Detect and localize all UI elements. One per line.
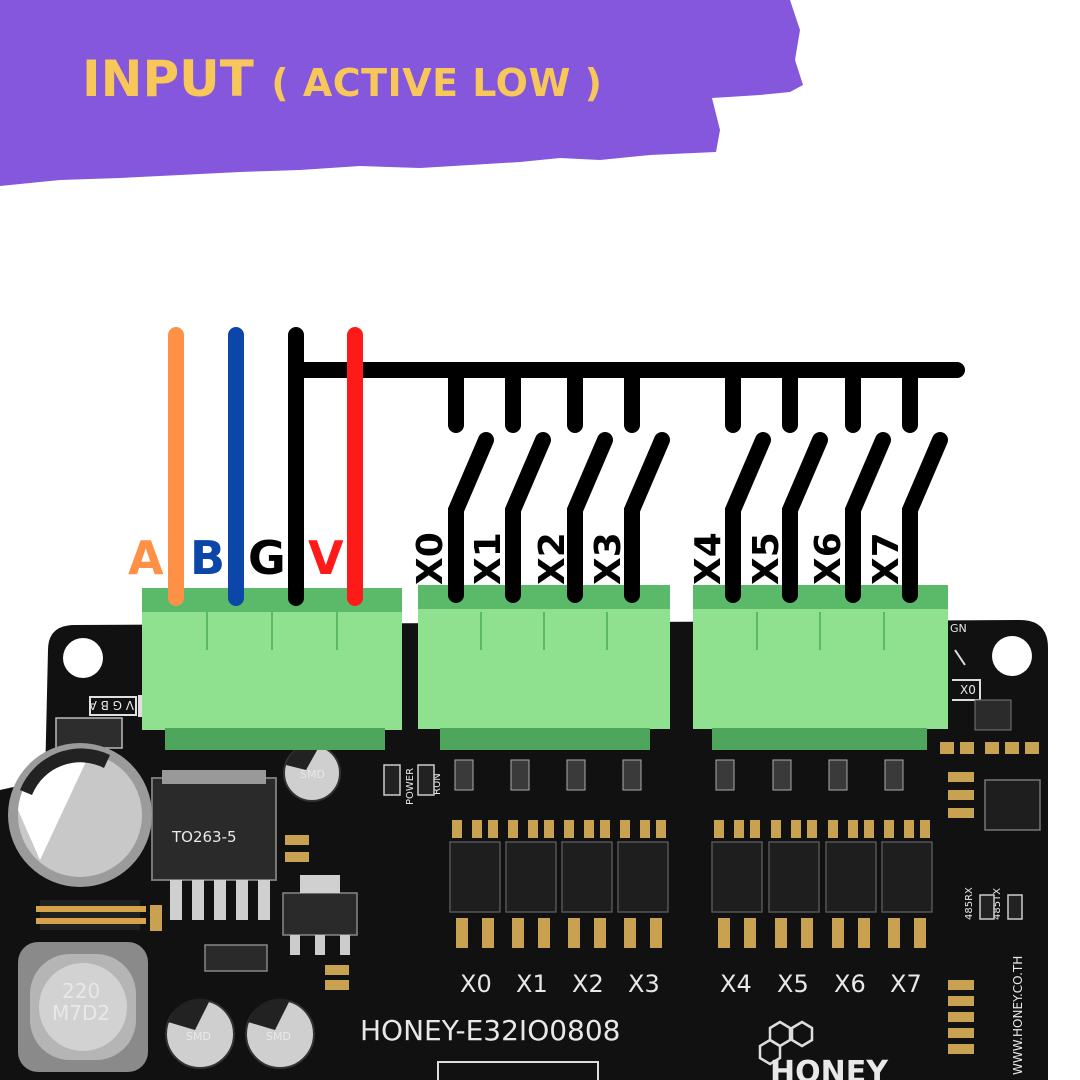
pin-label-x3: X3 [588, 532, 629, 585]
banner-title-sub: ( ACTIVE LOW ) [271, 61, 603, 105]
smd-capacitor-bottom-1: SMD [165, 998, 235, 1069]
pin-label-a: A [128, 531, 164, 585]
common-bus-wire [288, 362, 965, 433]
input-pin-labels: X0 X1 X2 X3 X4 X5 X6 X7 [410, 532, 907, 585]
smd-cap-label-2: SMD [186, 1030, 211, 1043]
silk-x0: X0 [460, 970, 492, 998]
silk-x2: X2 [572, 970, 604, 998]
switch-contacts [448, 432, 948, 603]
header-pins [36, 900, 146, 930]
smd-cap-label-1: SMD [300, 768, 325, 781]
silk-x7: X7 [890, 970, 922, 998]
terminal-silk-text: V G B A [88, 698, 134, 712]
inductor: 220 M7D2 [18, 942, 148, 1072]
smd-capacitor-top: SMD [283, 744, 341, 802]
terminal-block-power [142, 588, 402, 750]
banner-title-main: INPUT [82, 50, 254, 108]
switch-x3 [624, 432, 670, 603]
silk-x6: X6 [834, 970, 866, 998]
pin-label-x7: X7 [866, 532, 907, 585]
side-url-text: WWW.HONEY.CO.TH [1011, 956, 1025, 1075]
small-regulator [282, 892, 358, 936]
smd-cap-label-3: SMD [266, 1030, 291, 1043]
pin-label-v: V [308, 531, 344, 585]
banner-title: INPUT ( ACTIVE LOW ) [82, 50, 602, 108]
banner-background [0, 0, 803, 186]
pin-label-x2: X2 [532, 532, 573, 585]
regulator-label: TO263-5 [171, 828, 237, 846]
switch-x7 [902, 432, 948, 603]
board-model-label: HONEY-E32IO0808 [360, 1014, 621, 1047]
silk-x4: X4 [720, 970, 752, 998]
input-silk-labels: X0 X1 X2 X3 X4 X5 X6 X7 [460, 970, 922, 998]
optocouplers [449, 841, 933, 913]
mounting-hole-left [63, 638, 103, 678]
small-ic-right [974, 699, 1012, 731]
smd-resistor-pads [452, 820, 930, 948]
power-wires [168, 327, 363, 606]
inductor-label-bottom: M7D2 [52, 1001, 110, 1025]
gnd-silk-text: GN [950, 622, 967, 635]
switch-x4 [725, 432, 771, 603]
inductor-label-top: 220 [62, 979, 100, 1003]
led-power-label: POWER [405, 768, 416, 805]
pin-label-x6: X6 [808, 532, 849, 585]
silk-x1: X1 [516, 970, 548, 998]
power-pin-labels: A B G V [128, 531, 344, 585]
pin-label-x4: X4 [688, 532, 729, 585]
silk-x3: X3 [628, 970, 660, 998]
rs485-rx-label: 485RX [964, 887, 975, 920]
switch-x5 [782, 432, 828, 603]
banner-brush-shape [0, 0, 803, 186]
switch-x1 [505, 432, 551, 603]
pin-label-b: B [190, 531, 225, 585]
xo-silk-text: X0 [960, 683, 976, 697]
led-run-label: RUN [432, 773, 443, 795]
terminal-block-input-2 [693, 585, 948, 750]
pin-label-x1: X1 [468, 532, 509, 585]
regulator-legs [170, 880, 270, 920]
mounting-hole-right [992, 636, 1032, 676]
switch-x0 [448, 432, 494, 603]
smd-capacitor-bottom-2: SMD [245, 998, 315, 1069]
terminal-block-input-1 [418, 585, 670, 750]
regulator-chip [151, 777, 277, 881]
switch-x2 [567, 432, 613, 603]
rs485-tx-label: 485TX [992, 888, 1003, 920]
rs485-chip [984, 779, 1041, 831]
brand-text: HONEY [770, 1055, 889, 1080]
silk-x5: X5 [777, 970, 809, 998]
pin-label-x0: X0 [410, 532, 451, 585]
honey-logo: HONEY [758, 1020, 889, 1080]
terminal-dividers [206, 612, 885, 650]
input-leds [454, 759, 904, 791]
switch-x6 [845, 432, 891, 603]
pin-label-x5: X5 [746, 532, 787, 585]
pin-label-g: G [248, 531, 286, 585]
electrolytic-capacitor-large [8, 743, 152, 887]
